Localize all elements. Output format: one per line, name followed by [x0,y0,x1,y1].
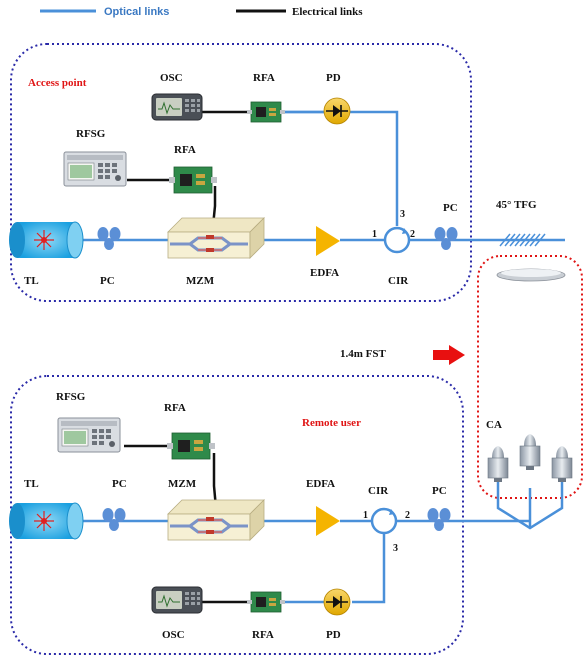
remote-pc-icon [102,508,126,531]
access-pd-label: PD [326,72,341,84]
tfg-grating-icon [499,233,546,247]
access-point-title: Access point [28,77,87,89]
access-cir-port2: 2 [410,229,415,240]
remote-mzm-icon [166,498,266,542]
access-edfa-label: EDFA [310,267,339,279]
access-rfa-mid-label: RFA [174,144,196,156]
access-point-boundary [10,43,472,302]
coupler-array-icon-right [551,445,573,483]
access-rfa-top-label: RFA [253,72,275,84]
remote-pc2-label: PC [432,485,447,497]
remote-pd-label: PD [326,629,341,641]
access-pc-icon [97,227,121,250]
access-pc2-label: PC [443,202,458,214]
remote-cir-port2: 2 [405,510,410,521]
remote-cir-port3: 3 [393,543,398,554]
access-rfa-mid-icon [168,166,218,194]
access-mzm-icon [166,216,266,260]
remote-optical-links [75,519,530,604]
tfg-label: 45° TFG [496,199,537,211]
remote-pc-label: PC [112,478,127,490]
remote-edfa-label: EDFA [306,478,335,490]
fst-label: 1.4m FST [340,348,387,360]
access-cir-port1: 1 [372,229,377,240]
remote-circulator-icon [370,507,398,535]
legend-optical-label: Optical links [104,6,169,18]
remote-user-boundary [10,375,464,655]
remote-mzm-label: MZM [168,478,197,490]
collimator-lens-icon [496,268,566,282]
remote-tl-icon [8,502,84,540]
remote-rfsg-label: RFSG [56,391,86,403]
access-cir-port3: 3 [400,209,405,220]
remote-rfsg-icon [57,417,121,453]
remote-rfa-top-icon [166,432,216,460]
access-optical-links [75,110,565,242]
remote-rfa-bottom-label: RFA [252,629,274,641]
remote-user-title: Remote user [302,417,361,429]
remote-pc2-icon [427,508,451,531]
access-pc-label: PC [100,275,115,287]
coupler-array-icon-center [519,433,541,471]
access-cir-label: CIR [388,275,409,287]
remote-osc-icon [151,586,203,614]
access-tl-label: TL [24,275,39,287]
legend-electrical-label: Electrical links [292,6,363,18]
fst-arrow-icon [433,345,465,365]
remote-pd-icon [323,588,351,616]
access-osc-label: OSC [160,72,183,84]
access-rfa-top-icon [246,101,286,123]
coupler-array-icon-left [487,445,509,483]
access-tl-icon [8,221,84,259]
remote-edfa-icon [316,506,340,536]
access-edfa-icon [316,226,340,256]
access-rfsg-label: RFSG [76,128,106,140]
ca-label: CA [486,419,502,431]
remote-osc-label: OSC [162,629,185,641]
access-osc-icon [151,93,203,121]
access-rfsg-icon [63,151,127,187]
remote-tl-label: TL [24,478,39,490]
remote-cir-label: CIR [368,485,389,497]
access-circulator-icon [383,226,411,254]
legend: Optical links Electrical links [40,6,363,18]
access-pd-icon [323,97,351,125]
access-pc2-icon [434,227,458,250]
remote-cir-port1: 1 [363,510,368,521]
remote-rfa-bottom-icon [246,591,286,613]
remote-rfa-top-label: RFA [164,402,186,414]
access-mzm-label: MZM [186,275,215,287]
